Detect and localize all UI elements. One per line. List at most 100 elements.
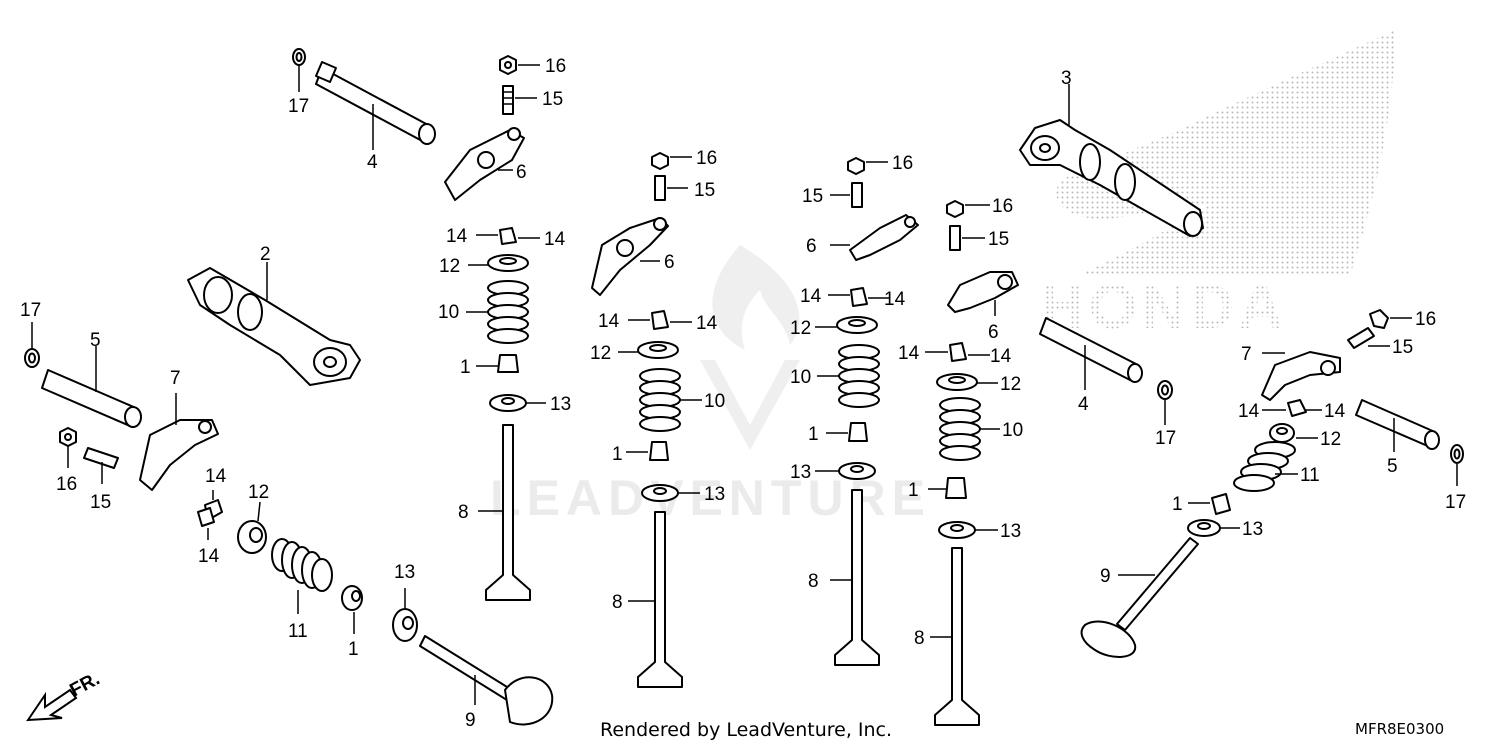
callout-15: 15 bbox=[542, 89, 563, 110]
callout-12: 12 bbox=[790, 318, 811, 339]
rocker-arm-shaft-5-right bbox=[1355, 399, 1440, 452]
callout-12: 12 bbox=[248, 482, 269, 503]
rocker-arm-shaft-5 bbox=[41, 346, 142, 428]
o-ring-17-right bbox=[1157, 380, 1173, 425]
exhaust-valve-9-left bbox=[419, 635, 554, 726]
callout-15: 15 bbox=[1392, 337, 1413, 358]
callout-14: 14 bbox=[544, 229, 566, 250]
callout-9: 9 bbox=[465, 710, 476, 731]
valve-stack-c bbox=[815, 157, 919, 666]
rendered-by-credit: Rendered by LeadVenture, Inc. bbox=[600, 719, 893, 741]
diagram-code: MFR8E0300 bbox=[1355, 720, 1445, 738]
callout-17: 17 bbox=[1155, 428, 1176, 449]
callout-17: 17 bbox=[20, 300, 41, 321]
callout-4: 4 bbox=[367, 152, 378, 173]
callout-5: 5 bbox=[90, 330, 101, 351]
callout-11: 11 bbox=[288, 621, 308, 642]
nut-16-right bbox=[1369, 309, 1412, 329]
valve-stack-a bbox=[466, 227, 546, 601]
rocker-arm-7 bbox=[139, 393, 219, 491]
callout-16: 16 bbox=[892, 153, 913, 174]
rocker-arm-7-right bbox=[1261, 351, 1341, 401]
callout-7: 7 bbox=[170, 368, 181, 389]
callout-10: 10 bbox=[438, 302, 459, 323]
callout-16: 16 bbox=[992, 196, 1013, 217]
o-ring-17 bbox=[292, 48, 306, 92]
callout-8: 8 bbox=[914, 628, 925, 649]
callout-12: 12 bbox=[590, 343, 611, 364]
callout-1: 1 bbox=[612, 444, 623, 465]
callout-16: 16 bbox=[545, 56, 566, 77]
callout-5: 5 bbox=[1387, 456, 1398, 477]
callout-13: 13 bbox=[550, 394, 571, 415]
honda-wing-logo: HONDA bbox=[1040, 30, 1395, 342]
callout-4: 4 bbox=[1078, 394, 1089, 415]
callout-8: 8 bbox=[458, 502, 469, 523]
callout-7: 7 bbox=[1241, 344, 1252, 365]
callout-6: 6 bbox=[664, 252, 675, 273]
callout-9: 9 bbox=[1100, 566, 1111, 587]
callout-12: 12 bbox=[1320, 429, 1341, 450]
valve-stack-d bbox=[925, 200, 1019, 726]
screw-15-right bbox=[1347, 327, 1390, 349]
spring-seat-13-right bbox=[1187, 519, 1240, 537]
nut-16-left bbox=[59, 427, 77, 468]
callout-14: 14 bbox=[898, 343, 920, 364]
callout-13: 13 bbox=[1000, 521, 1021, 542]
callout-6: 6 bbox=[806, 236, 817, 257]
o-ring-17-far-right bbox=[1450, 444, 1464, 486]
valve-seal-1-right bbox=[1188, 493, 1231, 515]
honda-brand-text: HONDA bbox=[1040, 273, 1287, 342]
valve-spring-11-right bbox=[1233, 441, 1298, 492]
callout-8: 8 bbox=[612, 592, 623, 613]
callout-14: 14 bbox=[598, 311, 620, 332]
callout-13: 13 bbox=[704, 484, 725, 505]
valve-spring-11-left bbox=[271, 538, 333, 614]
callout-3: 3 bbox=[1061, 68, 1072, 89]
camshaft-3 bbox=[1019, 84, 1204, 237]
callout-15: 15 bbox=[802, 186, 823, 207]
callout-6: 6 bbox=[988, 322, 999, 343]
callout-15: 15 bbox=[90, 492, 111, 513]
callout-14: 14 bbox=[1324, 401, 1346, 422]
callout-11: 11 bbox=[1300, 465, 1320, 486]
callout-6: 6 bbox=[516, 162, 527, 183]
callout-13: 13 bbox=[790, 462, 811, 483]
rocker-arm-shaft-4-right bbox=[1039, 317, 1143, 390]
callout-13: 13 bbox=[1242, 519, 1263, 540]
callout-14: 14 bbox=[800, 286, 822, 307]
callout-16: 16 bbox=[1415, 309, 1436, 330]
callout-1: 1 bbox=[460, 357, 471, 378]
callout-8: 8 bbox=[808, 571, 819, 592]
callout-1: 1 bbox=[1172, 494, 1183, 515]
callout-13: 13 bbox=[394, 562, 415, 583]
cotter-14-left bbox=[197, 490, 223, 540]
camshaft-2 bbox=[187, 262, 361, 386]
retainer-12-left bbox=[237, 501, 267, 554]
callout-16: 16 bbox=[56, 474, 77, 495]
callout-1: 1 bbox=[808, 424, 819, 445]
callout-14: 14 bbox=[446, 226, 468, 247]
adjusting-screw-15 bbox=[502, 85, 537, 115]
callout-14: 14 bbox=[205, 466, 227, 487]
exhaust-valve-9-right bbox=[1080, 537, 1199, 658]
o-ring-17-left bbox=[24, 322, 40, 368]
cotter-14-right bbox=[1262, 399, 1322, 417]
rocker-arm-shaft-4 bbox=[315, 61, 436, 150]
front-direction-arrow: FR. bbox=[26, 669, 103, 722]
callout-15: 15 bbox=[988, 229, 1009, 250]
callout-10: 10 bbox=[704, 391, 725, 412]
callout-14: 14 bbox=[696, 313, 718, 334]
callout-12: 12 bbox=[1000, 374, 1021, 395]
callout-14: 14 bbox=[198, 546, 220, 567]
retainer-12-right bbox=[1269, 423, 1318, 443]
callout-14: 14 bbox=[1238, 401, 1260, 422]
valve-seal-1-left bbox=[341, 585, 363, 634]
rocker-arm-6 bbox=[444, 127, 525, 201]
spring-seat-13-left bbox=[392, 588, 418, 642]
callout-10: 10 bbox=[790, 367, 811, 388]
callout-14: 14 bbox=[884, 289, 906, 310]
callout-14: 14 bbox=[990, 346, 1012, 367]
